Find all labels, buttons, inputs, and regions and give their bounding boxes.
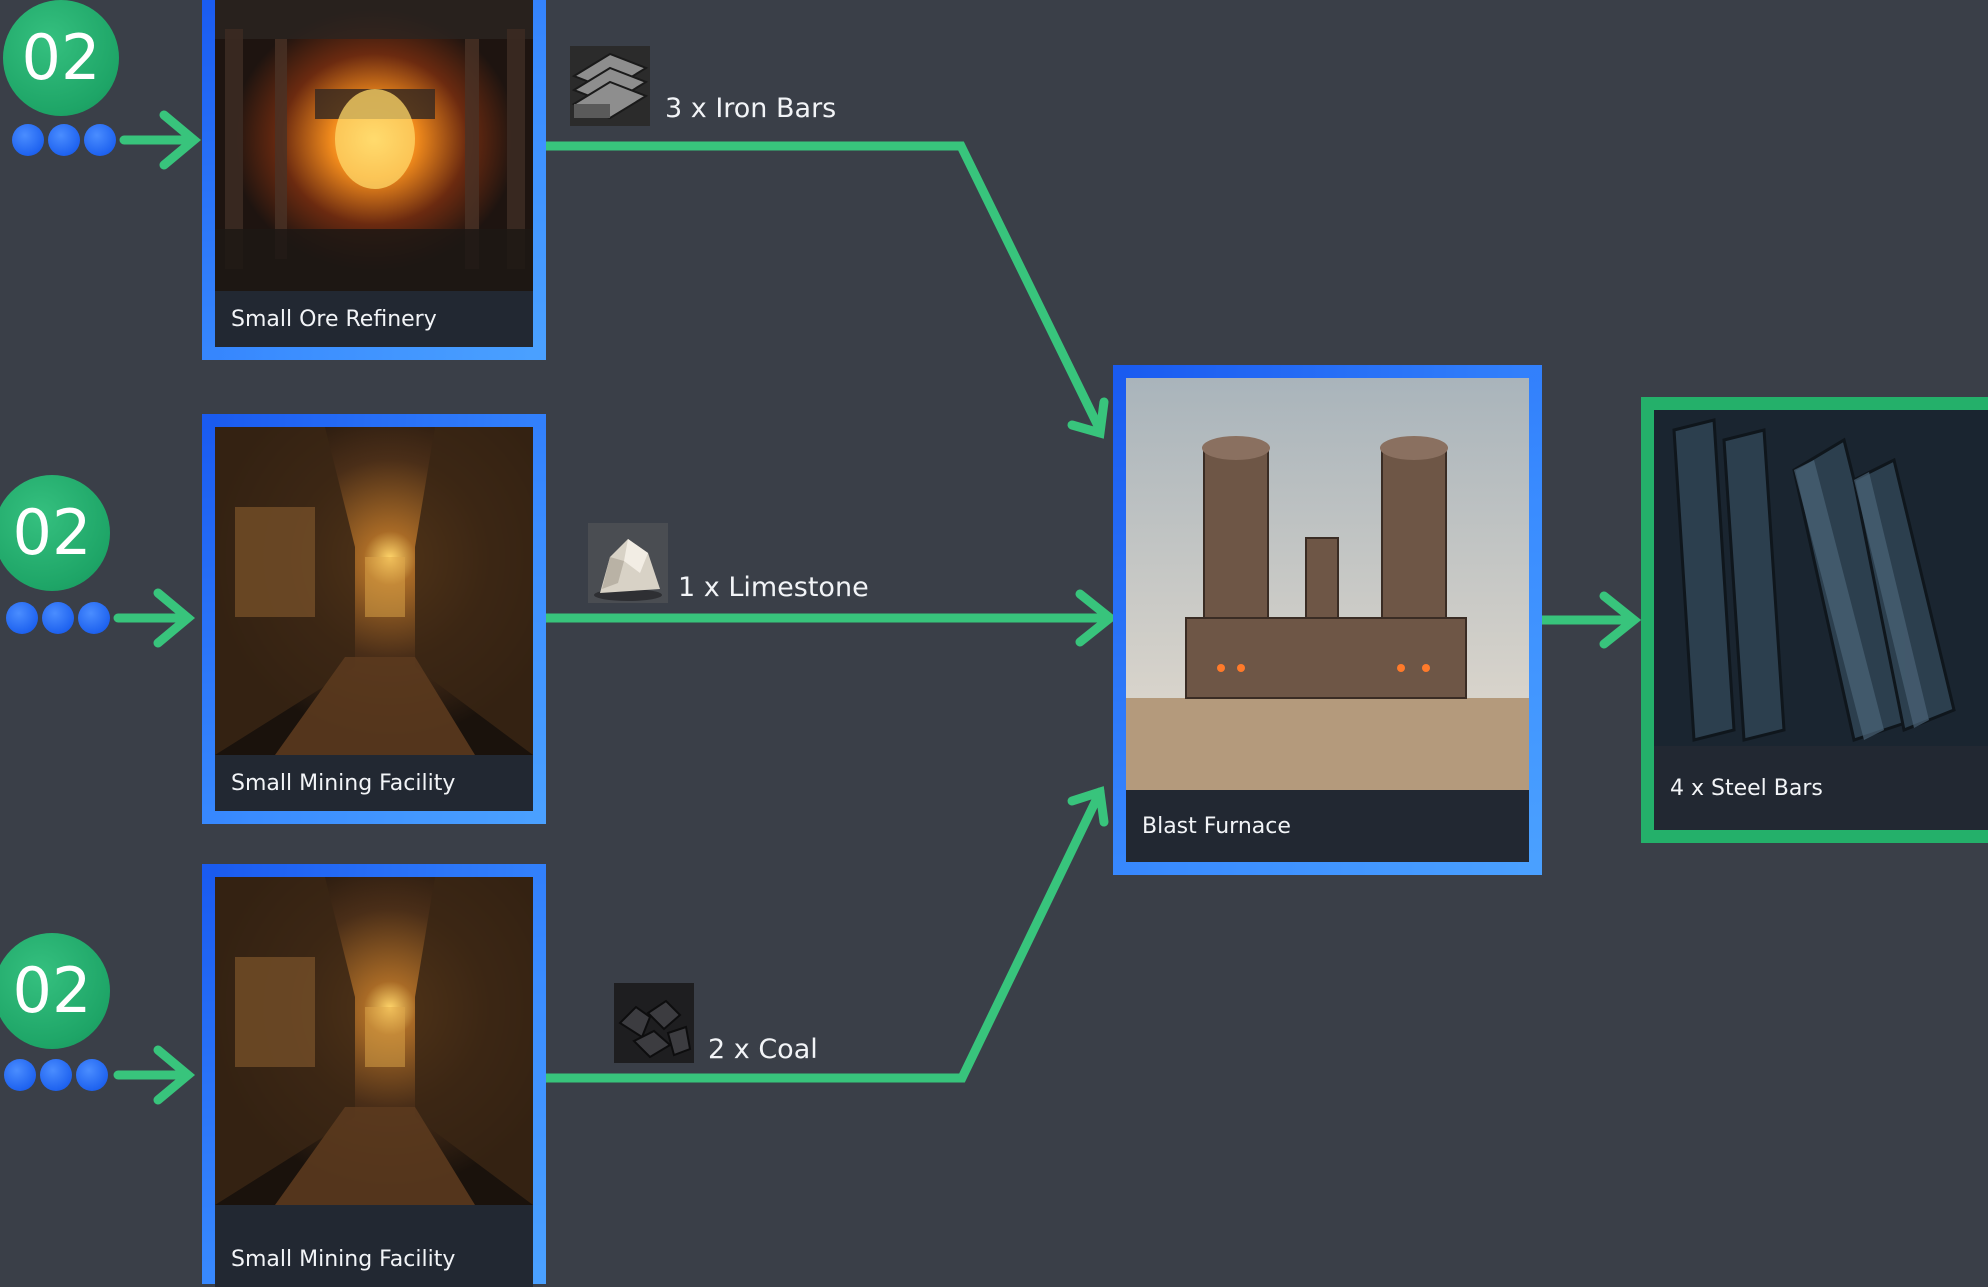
producer-card-ore-refinery[interactable]: Small Ore Refinery xyxy=(202,0,546,360)
level-dot xyxy=(6,602,38,634)
arrowhead-output xyxy=(1599,591,1642,649)
level-dot xyxy=(76,1059,108,1091)
resource-label-iron-bars: 3 x Iron Bars xyxy=(665,93,837,124)
output-card-steel-bars[interactable]: 4 x Steel Bars xyxy=(1641,397,1988,843)
arrowhead-limestone xyxy=(1075,589,1118,647)
blast-furnace-image xyxy=(1126,378,1529,790)
connector-iron-bars xyxy=(541,141,1105,435)
resource-label-limestone: 1 x Limestone xyxy=(678,572,869,603)
level-dot xyxy=(48,124,80,156)
level-dot xyxy=(42,602,74,634)
card-label: Small Ore Refinery xyxy=(215,291,533,347)
card-label: Small Mining Facility xyxy=(215,755,533,811)
input-arrow-1 xyxy=(119,110,202,170)
producer-card-mining-facility-1[interactable]: Small Mining Facility xyxy=(202,414,546,824)
input-arrow-2 xyxy=(113,588,196,648)
arrowhead-coal xyxy=(1067,786,1109,827)
level-dot xyxy=(4,1059,36,1091)
connector-coal xyxy=(541,787,1105,1083)
count-badge-3: 02 xyxy=(0,933,110,1049)
steel-bars-image xyxy=(1654,410,1988,746)
level-dot xyxy=(78,602,110,634)
card-label: Blast Furnace xyxy=(1126,790,1529,862)
resource-label-coal: 2 x Coal xyxy=(708,1034,818,1065)
level-dot xyxy=(84,124,116,156)
mine-tunnel-image xyxy=(215,877,533,1205)
limestone-icon xyxy=(588,523,668,603)
level-dot xyxy=(12,124,44,156)
input-arrow-3 xyxy=(113,1045,196,1105)
level-dot xyxy=(40,1059,72,1091)
count-badge-1: 02 xyxy=(3,0,119,116)
processor-card-blast-furnace[interactable]: Blast Furnace xyxy=(1113,365,1542,875)
count-badge-2: 02 xyxy=(0,475,110,591)
card-label: Small Mining Facility xyxy=(215,1231,533,1287)
card-label: 4 x Steel Bars xyxy=(1654,746,1988,830)
coal-icon xyxy=(614,983,694,1063)
producer-card-mining-facility-2[interactable]: Small Mining Facility xyxy=(202,864,546,1287)
arrowhead-iron-bars xyxy=(1067,397,1109,439)
iron-bars-icon xyxy=(570,46,650,126)
refinery-image xyxy=(215,0,533,291)
mine-tunnel-image xyxy=(215,427,533,755)
